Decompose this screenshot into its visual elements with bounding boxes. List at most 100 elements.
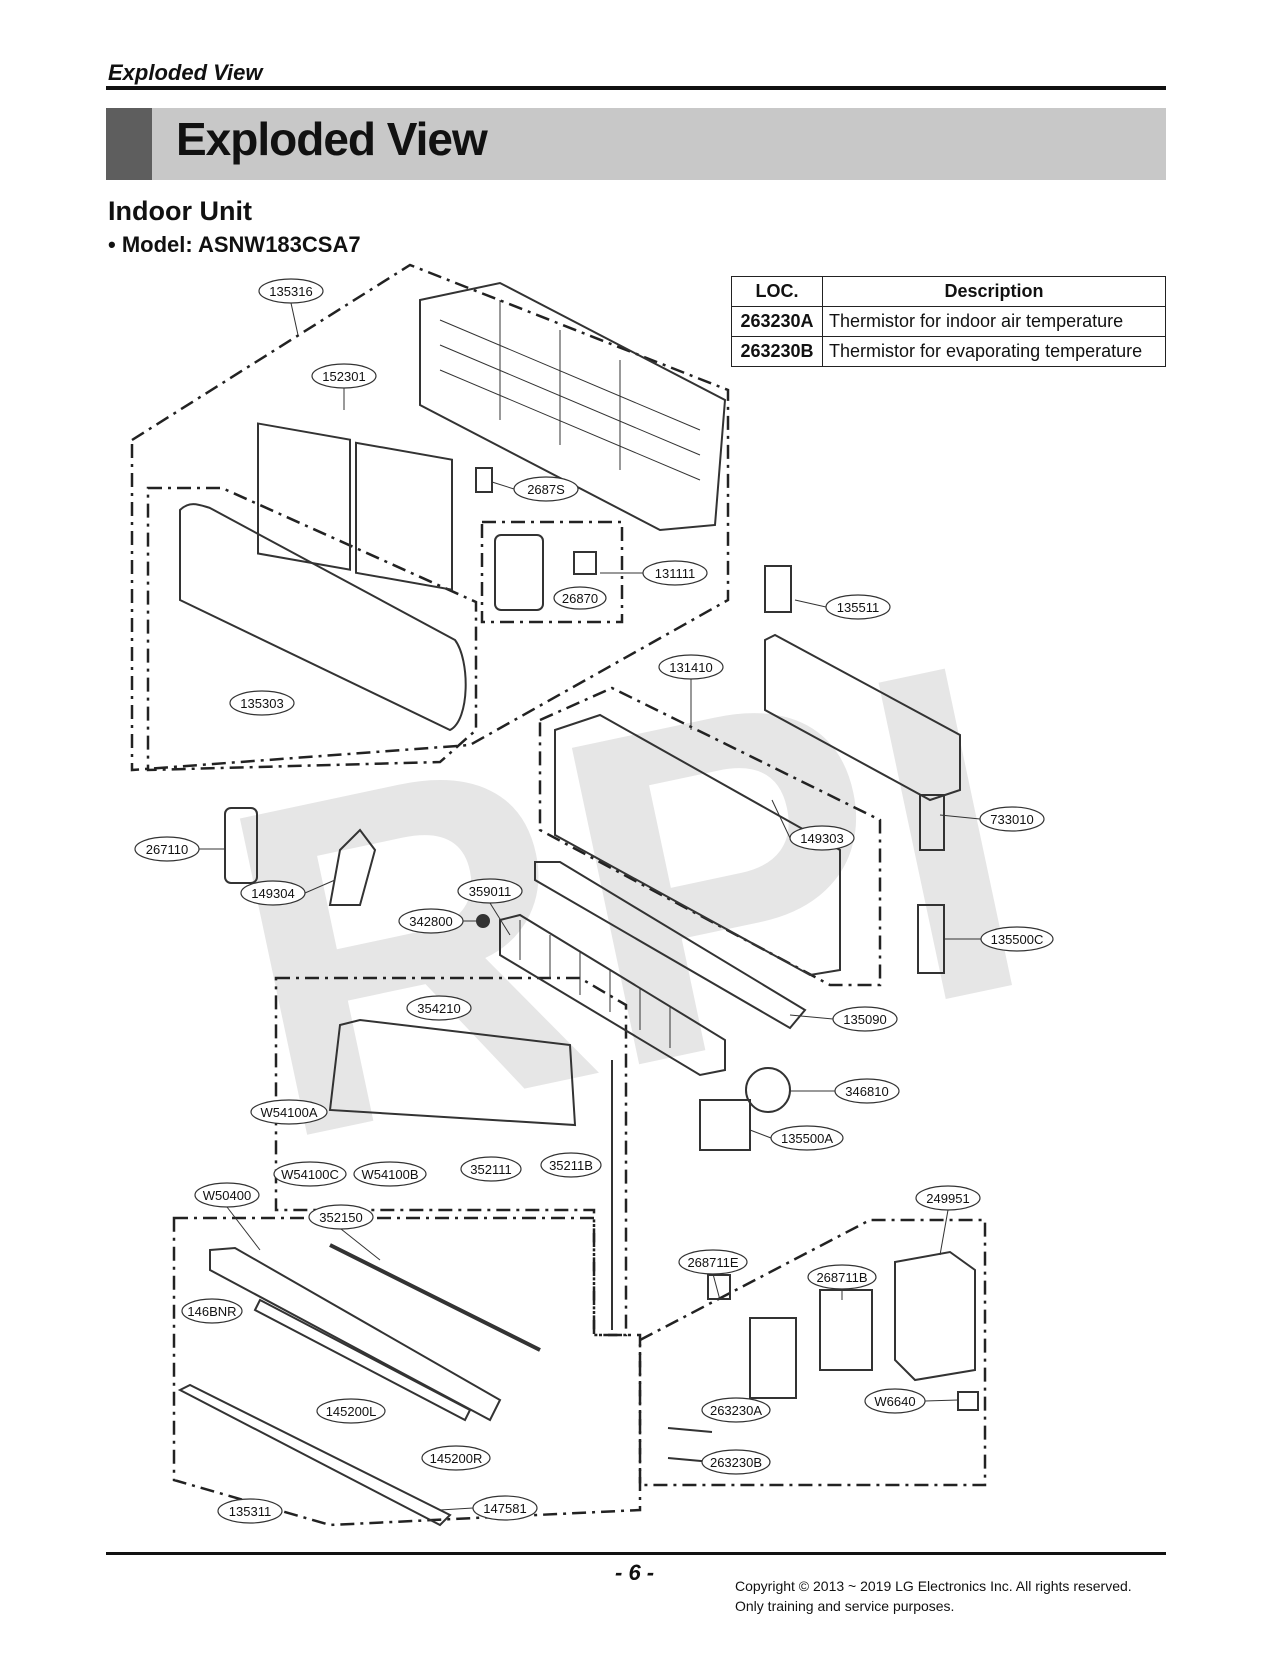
callout-W6640: W6640 [864, 1388, 926, 1414]
svg-text:146BNR: 146BNR [187, 1304, 236, 1319]
display-pcb-part [494, 534, 544, 611]
callout-146BNR: 146BNR [181, 1298, 243, 1324]
callout-352111: 352111 [460, 1156, 522, 1182]
callout-733010: 733010 [979, 806, 1045, 832]
header-rule [106, 86, 1166, 90]
chassis-group-outline [538, 686, 882, 987]
legend-row: 263230A Thermistor for indoor air temper… [731, 306, 1166, 337]
svg-text:26870: 26870 [562, 591, 598, 606]
front-panel-group-outline [130, 263, 730, 772]
front-panel-part [179, 503, 467, 732]
svg-text:263230A: 263230A [710, 1403, 762, 1418]
motor-cover-part [699, 1099, 751, 1151]
installation-plate-part [764, 633, 961, 802]
copyright-line-1: Copyright © 2013 ~ 2019 LG Electronics I… [735, 1578, 1132, 1594]
bearing-part [476, 914, 490, 928]
callout-263230B: 263230B [701, 1449, 771, 1475]
svg-text:268711E: 268711E [687, 1255, 738, 1270]
copyright-line-2: Only training and service purposes. [735, 1598, 955, 1614]
chassis-part [554, 713, 841, 977]
panel-group-outline [146, 486, 478, 772]
fan-blade-lines [519, 920, 671, 1048]
callout-2687S: 2687S [513, 476, 579, 502]
parts-legend-table: LOC. Description 263230A Thermistor for … [731, 276, 1166, 367]
callout-147581: 147581 [472, 1495, 538, 1521]
legend-description: Thermistor for indoor air temperature [822, 306, 1166, 337]
filter-right-part [355, 441, 453, 591]
discharge-vane-part [177, 1383, 452, 1527]
copyright-notice: Copyright © 2013 ~ 2019 LG Electronics I… [735, 1576, 1132, 1616]
callout-135303: 135303 [229, 690, 295, 716]
svg-text:263230B: 263230B [710, 1455, 762, 1470]
callout-145200L: 145200L [316, 1398, 386, 1424]
svg-text:135090: 135090 [843, 1012, 886, 1027]
callout-249951: 249951 [915, 1185, 981, 1211]
title-accent [106, 108, 152, 180]
fan-motor-part [745, 1067, 791, 1113]
legend-loc: 263230A [731, 306, 823, 337]
legend-row: 263230B Thermistor for evaporating tempe… [731, 336, 1166, 367]
callout-W54100A: W54100A [250, 1099, 328, 1125]
svg-text:147581: 147581 [483, 1501, 526, 1516]
callout-135500A: 135500A [770, 1125, 844, 1151]
callout-152301: 152301 [311, 363, 377, 389]
svg-text:W54100C: W54100C [281, 1167, 339, 1182]
callout-354210: 354210 [406, 995, 472, 1021]
group-outlines [130, 263, 987, 1527]
svg-text:131410: 131410 [669, 660, 712, 675]
terminal-block-part [749, 1317, 797, 1399]
svg-text:135500C: 135500C [991, 932, 1044, 947]
drain-pan-part [209, 1246, 502, 1422]
svg-text:131111: 131111 [655, 566, 696, 581]
control-box-group-outline [638, 1218, 987, 1487]
callout-W50400: W50400 [194, 1182, 260, 1208]
svg-text:W50400: W50400 [203, 1188, 251, 1203]
leader-lines [199, 302, 981, 1511]
svg-text:359011: 359011 [469, 884, 511, 899]
bracket-part [764, 565, 792, 613]
svg-text:149303: 149303 [800, 831, 843, 846]
svg-text:135511: 135511 [837, 600, 879, 615]
svg-text:346810: 346810 [845, 1084, 888, 1099]
sensor-holder-part [475, 467, 493, 493]
callout-26870: 26870 [553, 586, 607, 610]
callout-268711E: 268711E [678, 1249, 748, 1275]
callout-131410: 131410 [658, 654, 724, 680]
pcb-cover-part [819, 1289, 873, 1371]
callout-267110: 267110 [134, 836, 200, 862]
side-cover-part [328, 828, 377, 906]
stepper-rod-part [329, 1243, 541, 1352]
callout-135090: 135090 [832, 1006, 898, 1032]
callout-149303: 149303 [789, 825, 855, 851]
callout-135311: 135311 [217, 1498, 283, 1524]
callout-145200R: 145200R [421, 1445, 491, 1471]
svg-text:W6640: W6640 [874, 1394, 915, 1409]
svg-text:135311: 135311 [229, 1504, 271, 1519]
svg-text:249951: 249951 [926, 1191, 969, 1206]
callout-268711B: 268711B [807, 1264, 877, 1290]
svg-text:352150: 352150 [319, 1210, 362, 1225]
header-label: Exploded View [108, 60, 263, 85]
callouts: 135316 152301 2687S 131111 26870 135303 … [134, 278, 1054, 1524]
front-grille-lines [439, 300, 701, 481]
svg-text:2687S: 2687S [527, 482, 565, 497]
model-line: • Model: ASNW183CSA7 [108, 232, 361, 257]
svg-text:152301: 152301 [322, 369, 365, 384]
callout-135500C: 135500C [980, 926, 1054, 952]
evaporator-part [328, 1018, 577, 1127]
svg-text:733010: 733010 [990, 812, 1033, 827]
svg-text:149304: 149304 [251, 886, 294, 901]
svg-text:W54100A: W54100A [260, 1105, 317, 1120]
page-number: - 6 - [615, 1560, 655, 1585]
svg-text:352111: 352111 [470, 1162, 511, 1177]
vane-left-part [253, 1298, 472, 1422]
svg-text:354210: 354210 [417, 1001, 460, 1016]
cross-flow-fan-part [499, 913, 726, 1077]
title-bar [106, 108, 1166, 180]
callout-359011: 359011 [457, 878, 523, 904]
front-grille-part [419, 281, 727, 532]
legend-header-loc: LOC. [731, 276, 823, 307]
insulation-sheet-part [707, 1274, 731, 1300]
control-box-part [894, 1250, 976, 1382]
